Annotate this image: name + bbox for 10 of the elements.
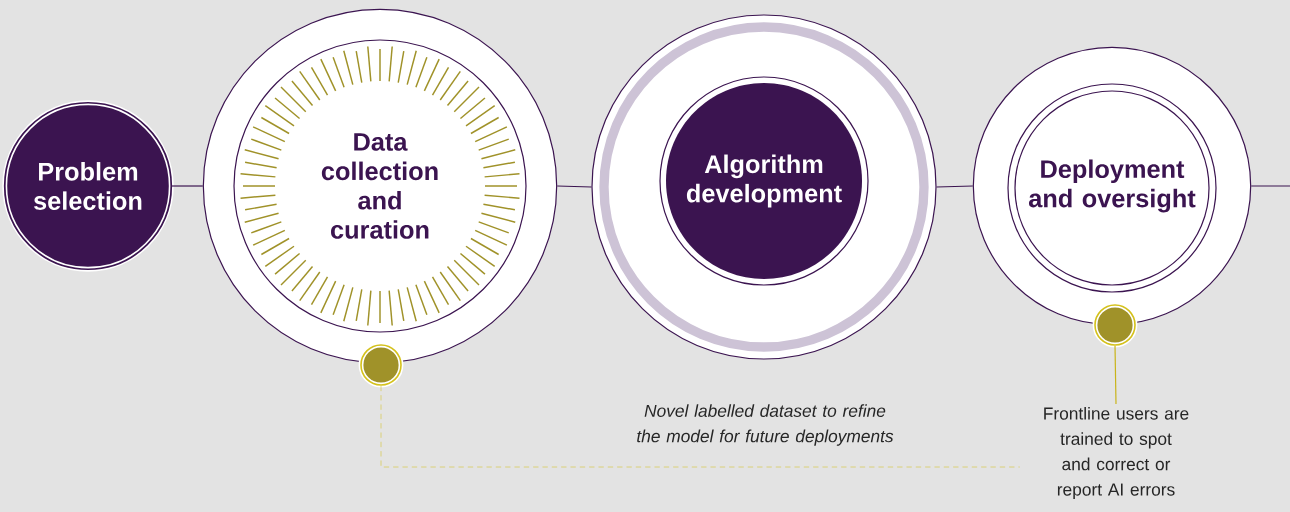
marker-dot bbox=[1092, 302, 1138, 348]
connector-line bbox=[1114, 345, 1117, 405]
dashed-connector bbox=[380, 385, 1020, 468]
marker-dot bbox=[358, 342, 404, 388]
connector-line bbox=[1250, 185, 1290, 187]
connector-line bbox=[171, 185, 204, 187]
edge-label: Novel labelled dataset to refine the model for future deployments bbox=[637, 404, 894, 446]
note-text: Frontline users are trained to spot and correct or report AI errors bbox=[1044, 406, 1189, 500]
connector-line bbox=[936, 185, 974, 188]
connector-line bbox=[556, 185, 592, 188]
